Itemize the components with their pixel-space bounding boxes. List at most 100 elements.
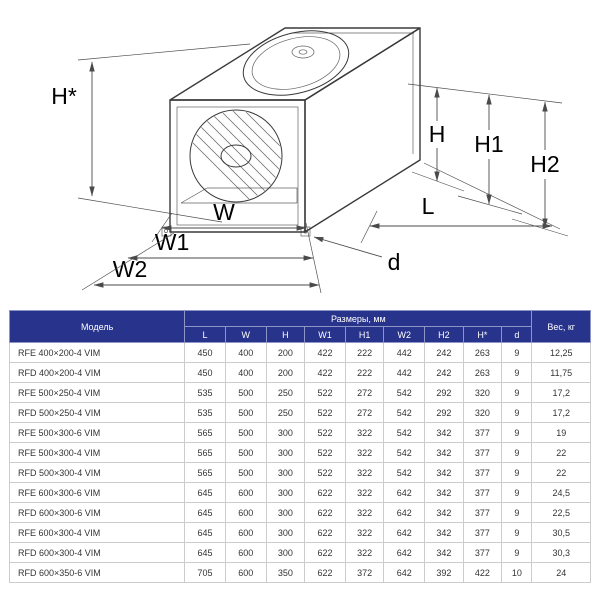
dim-cell: 342	[424, 462, 464, 483]
dim-cell: 522	[304, 382, 346, 403]
dim-cell: 300	[265, 422, 306, 443]
dimensions-group-header: Размеры, мм	[184, 310, 533, 327]
model-cell: RFD 600×300-4 VIM	[8, 542, 186, 563]
dim-cell: 272	[344, 382, 385, 403]
dim-cell: 320	[462, 382, 503, 403]
dim-cell: 9	[501, 362, 533, 383]
dim-cell: 377	[462, 462, 503, 483]
dim-cell: 342	[424, 422, 464, 443]
fan-unit-drawing: H* H H1 H2	[51, 27, 569, 294]
extension-line	[81, 232, 175, 291]
dimension-label-d: d	[388, 249, 401, 275]
dim-cell: 642	[383, 482, 426, 503]
dimension-l: L	[360, 162, 561, 244]
model-cell: RFD 600×300-6 VIM	[8, 502, 186, 523]
weight-cell: 22	[531, 462, 591, 483]
dim-cell: 9	[501, 442, 533, 463]
model-cell: RFE 600×300-4 VIM	[8, 522, 186, 543]
dimension-label-h1: H1	[474, 131, 503, 157]
dim-cell: 542	[383, 442, 426, 463]
dim-cell: 342	[424, 442, 464, 463]
dim-cell: 242	[424, 342, 464, 363]
dim-cell: 10	[501, 562, 533, 583]
dim-cell: 522	[304, 462, 346, 483]
dim-cell: 642	[383, 562, 426, 583]
dimension-h1: H1	[457, 94, 523, 215]
dim-cell: 9	[501, 502, 533, 523]
dim-cell: 565	[184, 462, 226, 483]
dim-cell: 300	[265, 462, 306, 483]
dim-cell: 422	[304, 342, 346, 363]
dim-cell: 600	[224, 562, 267, 583]
dim-cell: 300	[265, 482, 306, 503]
dim-cell: 242	[424, 362, 464, 383]
dim-cell: 377	[462, 522, 503, 543]
dim-cell: 263	[462, 342, 503, 363]
dim-cell: 645	[184, 502, 226, 523]
weight-cell: 19	[531, 422, 591, 443]
dim-cell: 645	[184, 482, 226, 503]
model-cell: RFD 600×350-6 VIM	[8, 562, 186, 583]
dim-cell: 535	[184, 382, 226, 403]
dim-cell: 272	[344, 402, 385, 423]
dim-cell: 450	[184, 362, 226, 383]
dim-cell: 9	[501, 342, 533, 363]
weight-column-header: Вес, кг	[531, 310, 591, 343]
model-cell: RFD 500×250-4 VIM	[8, 402, 186, 423]
dim-cell: 250	[265, 402, 306, 423]
dim-cell: 9	[501, 382, 533, 403]
model-cell: RFE 500×250-4 VIM	[8, 382, 186, 403]
dim-cell: 200	[265, 362, 306, 383]
dim-cell: 222	[344, 362, 385, 383]
model-cell: RFE 500×300-6 VIM	[8, 422, 186, 443]
dimension-w1: W1	[127, 229, 314, 261]
dim-cell: 542	[383, 402, 426, 423]
dim-cell: 372	[344, 562, 385, 583]
dimension-diagram: H* H H1 H2	[51, 27, 569, 294]
dim-cell: 622	[304, 502, 346, 523]
dim-cell: 400	[224, 362, 267, 383]
dimension-w: W	[151, 199, 307, 243]
dim-column-header: H1	[344, 326, 385, 343]
dimension-label-w: W	[213, 199, 235, 225]
model-cell: RFE 500×300-4 VIM	[8, 442, 186, 463]
weight-cell: 17,2	[531, 402, 591, 423]
dim-cell: 9	[501, 542, 533, 563]
dim-cell: 377	[462, 482, 503, 503]
dim-cell: 292	[424, 402, 464, 423]
dim-cell: 565	[184, 442, 226, 463]
dim-cell: 642	[383, 502, 426, 523]
weight-cell: 17,2	[531, 382, 591, 403]
dim-cell: 322	[344, 502, 385, 523]
dim-cell: 600	[224, 482, 267, 503]
dimension-d: d	[313, 236, 401, 275]
dimension-label-w1: W1	[155, 229, 190, 255]
dim-cell: 292	[424, 382, 464, 403]
dim-column-header: W1	[304, 326, 346, 343]
dim-cell: 300	[265, 442, 306, 463]
dim-cell: 622	[304, 522, 346, 543]
dim-cell: 622	[304, 542, 346, 563]
dim-cell: 342	[424, 542, 464, 563]
dim-cell: 642	[383, 542, 426, 563]
dim-cell: 392	[424, 562, 464, 583]
fan-box	[161, 27, 421, 237]
model-cell: RFD 500×300-4 VIM	[8, 462, 186, 483]
dim-cell: 542	[383, 382, 426, 403]
dim-cell: 500	[224, 402, 267, 423]
weight-cell: 30,5	[531, 522, 591, 543]
dimension-label-h2: H2	[530, 151, 559, 177]
dimension-label-h-star: H*	[51, 83, 77, 109]
